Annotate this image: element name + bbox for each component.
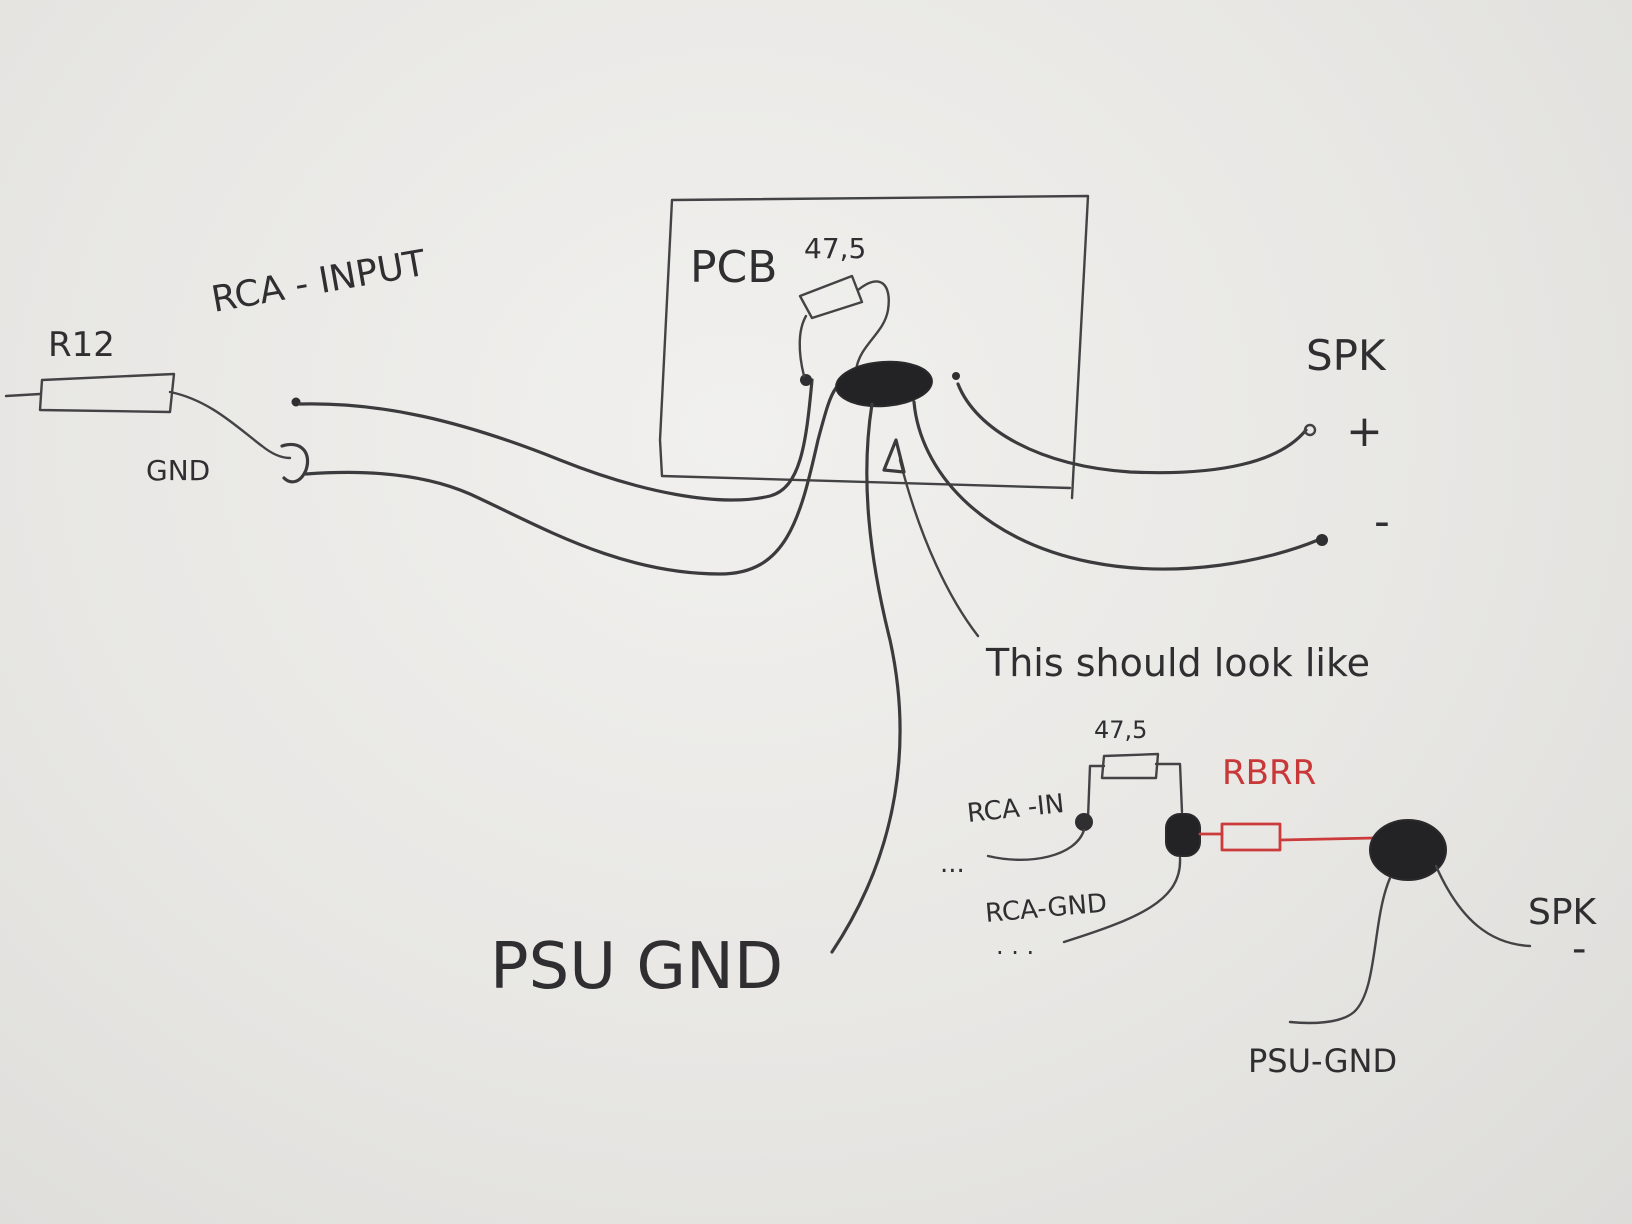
spk-negative-terminal — [1316, 534, 1328, 546]
psu-ground-wire — [830, 402, 902, 954]
detail-rca-in-node — [1075, 813, 1093, 831]
psu-gnd-detail-label: PSU-GND — [1248, 1042, 1397, 1080]
pcb-resistor-lead-right — [854, 280, 890, 372]
detail-resistor-lead-left — [1086, 764, 1106, 820]
rca-signal-wire — [298, 378, 814, 502]
r12-resistor — [38, 372, 176, 414]
detail-ground-node — [1165, 813, 1201, 857]
spk-negative-wire — [912, 400, 1320, 571]
detail-spk-wire — [1434, 864, 1532, 948]
r12-right-lead — [168, 390, 292, 460]
detail-spk-minus-label: - — [1572, 926, 1586, 972]
psu-gnd-label: PSU GND — [490, 930, 783, 1004]
rca-signal-pin — [291, 397, 301, 407]
detail-red-wire-right — [1278, 836, 1376, 842]
detail-resistor-lead-right — [1154, 762, 1184, 814]
detail-resistor-label: 47,5 — [1094, 716, 1147, 744]
detail-red-resistor-label: RBRR — [1222, 753, 1316, 793]
pcb-resistor-lead-left — [798, 314, 808, 378]
spk-label: SPK — [1306, 331, 1387, 380]
pcb-left-pad — [800, 374, 812, 386]
rca-gnd-label: RCA-GND — [984, 888, 1108, 929]
detail-resistor — [1100, 752, 1160, 780]
detail-red-resistor — [1220, 822, 1282, 852]
detail-psu-gnd-wire — [1288, 876, 1392, 1025]
rca-in-label: RCA -IN — [966, 789, 1066, 829]
rca-input-label: RCA - INPUT — [208, 243, 429, 321]
spk-positive-wire — [956, 382, 1308, 475]
spk-minus-label: - — [1374, 496, 1390, 547]
pcb-ground-blob — [835, 360, 933, 408]
rca-ground-wire — [304, 386, 838, 576]
note-arrow-line — [898, 458, 980, 638]
spk-positive-terminal — [1303, 423, 1317, 437]
ellipsis-1: ... — [940, 849, 965, 879]
pcb-right-pad — [952, 372, 960, 380]
ellipsis-2: . . . — [996, 932, 1034, 960]
note-label: This should look like — [985, 641, 1370, 685]
detail-rca-gnd-wire — [1062, 856, 1182, 944]
detail-spk-label: SPK — [1528, 892, 1598, 933]
note-arrowhead — [882, 438, 906, 474]
pcb-resistor — [798, 274, 864, 320]
rca-ground-connector — [280, 442, 310, 484]
pcb-label: PCB — [690, 242, 777, 293]
gnd-label: GND — [146, 454, 210, 487]
detail-spk-ground-node — [1369, 819, 1447, 881]
pcb-resistor-label: 47,5 — [804, 232, 866, 265]
r12-left-lead — [4, 392, 42, 398]
r12-label: R12 — [48, 325, 115, 365]
detail-rca-in-wire — [986, 828, 1086, 861]
spk-plus-label: + — [1346, 406, 1383, 457]
